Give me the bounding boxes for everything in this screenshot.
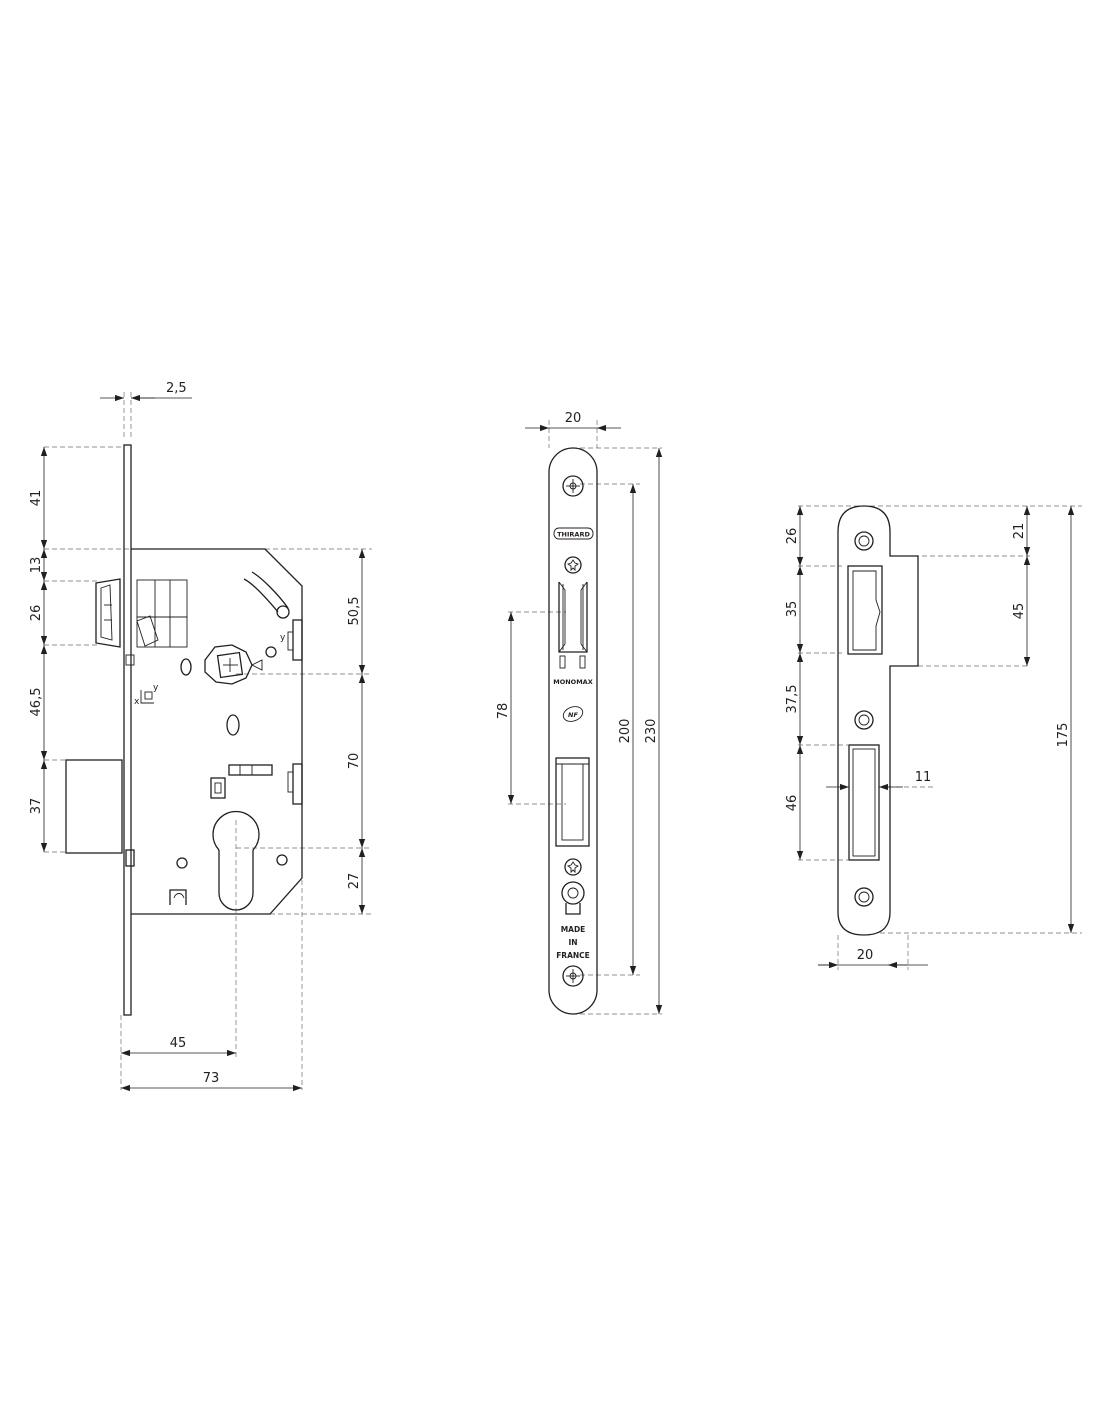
faceplate-screw-top: [562, 475, 584, 497]
dim-deadbolt-height: 37: [29, 798, 44, 815]
faceplate-view: THIRARD MONOMAX NF: [496, 411, 663, 1015]
dim-case-depth: 73: [203, 1071, 220, 1086]
strike-hole-bottom: [854, 887, 874, 907]
strike-dimension-lines: [796, 506, 1075, 969]
strike-outline: [837, 505, 919, 936]
dim-backset: 45: [170, 1036, 187, 1051]
deadbolt: [65, 759, 123, 854]
dim-strike-top-to-lip: 21: [1012, 523, 1027, 540]
lock-body-view: x y y 2,5 41 13 26 46,5 37: [29, 381, 372, 1092]
axis-y-mark-right: y: [280, 633, 286, 643]
lock-case: [131, 548, 303, 915]
dim-top-to-upper: 41: [29, 490, 44, 507]
dim-strike-latch-opening: 35: [785, 601, 800, 618]
lock-body-dimension-texts: 2,5 41 13 26 46,5 37 50,5 70 27 45 73: [29, 381, 362, 1086]
faceplate-dimension-texts: 20 78 200 230: [496, 411, 659, 743]
follower: [204, 644, 263, 685]
latch-bolt: [95, 578, 121, 648]
deadbolt-window: [555, 757, 590, 847]
dim-strike-top-to-latch: 26: [785, 528, 800, 545]
strike-dimension-texts: 26 35 37,5 46 21 45 175 11 20: [785, 523, 1071, 963]
strike-latch-opening: [847, 565, 883, 655]
dim-latch-to-deadbolt: 46,5: [29, 688, 44, 717]
dim-total-height: 230: [644, 719, 659, 744]
dim-plate-thickness: 2,5: [166, 381, 187, 396]
dim-strike-bolt-opening: 46: [785, 795, 800, 812]
dim-screw-spacing: 200: [618, 719, 633, 744]
dim-strike-lip-height: 45: [1012, 603, 1027, 620]
lock-faceplate-side: [123, 444, 132, 1016]
dim-cylinder-to-bottom: 27: [347, 873, 362, 890]
lock-mechanism: x y y: [125, 571, 303, 911]
lock-body-dimension-lines: [40, 394, 366, 1092]
faceplate-extension-lines: [508, 420, 662, 1015]
origin-line-1: MADE: [561, 925, 586, 934]
dim-strike-width: 20: [857, 948, 874, 963]
strike-plate-view: 26 35 37,5 46 21 45 175 11 20: [785, 505, 1082, 970]
dim-top-to-follower: 50,5: [347, 597, 362, 626]
dim-faceplate-width: 20: [565, 411, 582, 426]
dim-latch-height: 26: [29, 605, 44, 622]
origin-line-2: IN: [568, 938, 577, 947]
brand-mark: THIRARD: [557, 531, 590, 539]
lock-body-extension-lines: [44, 392, 372, 1090]
model-mark: MONOMAX: [553, 678, 592, 686]
faceplate-dimension-lines: [507, 424, 663, 1014]
origin-line-3: FRANCE: [556, 951, 590, 960]
faceplate-cam: [561, 881, 585, 915]
strike-extension-lines: [798, 505, 1082, 970]
cylinder-cutout: [212, 810, 260, 911]
dim-strike-opening-width: 11: [915, 770, 932, 785]
latch-window: [558, 581, 588, 653]
faceplate-screw-bottom: [562, 965, 584, 987]
dim-window-height: 78: [496, 703, 511, 720]
strike-bolt-opening: [848, 744, 880, 861]
dim-follower-to-cylinder: 70: [347, 753, 362, 770]
axis-y-mark: y: [153, 683, 159, 693]
axis-x-mark: x: [134, 697, 140, 707]
faceplate-torx-bottom: [564, 858, 582, 876]
faceplate-torx-top: [564, 556, 582, 574]
faceplate-outline: [548, 447, 598, 1015]
dim-strike-hole-spacing: 175: [1056, 723, 1071, 748]
strike-hole-middle: [854, 710, 874, 730]
svg-text:NF: NF: [568, 711, 578, 719]
dim-upper-gap: 13: [29, 557, 44, 574]
dim-strike-gap: 37,5: [785, 685, 800, 714]
nf-mark: NF: [562, 706, 584, 722]
strike-hole-top: [854, 531, 874, 551]
